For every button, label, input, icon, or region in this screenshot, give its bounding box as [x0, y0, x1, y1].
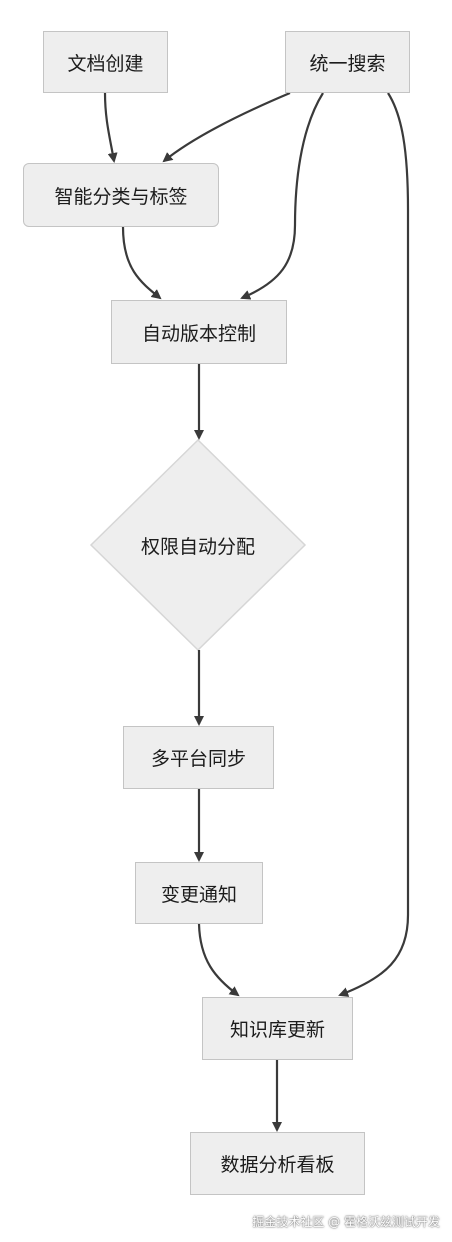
node-doc-create-label: 文档创建: [67, 52, 144, 75]
node-version-control: 自动版本控制: [111, 300, 287, 364]
edge-smart-tagging-to-version-control: [121, 226, 162, 300]
edge-search-to-version-control: [240, 92, 324, 300]
node-unified-search: 统一搜索: [285, 31, 410, 93]
node-kb-update-label: 知识库更新: [229, 1019, 325, 1041]
edge-search-to-smart-tagging: [162, 91, 291, 163]
node-permission-assign: 权限自动分配: [91, 525, 305, 565]
node-change-notify-label: 变更通知: [160, 883, 237, 906]
node-permission-assign-label: 权限自动分配: [140, 535, 255, 558]
node-multi-sync: 多平台同步: [123, 726, 274, 789]
node-analytics-board: 数据分析看板: [190, 1132, 365, 1195]
node-version-control-label: 自动版本控制: [141, 322, 256, 345]
node-smart-tagging: 智能分类与标签: [23, 163, 219, 227]
node-multi-sync-label: 多平台同步: [150, 748, 246, 770]
node-unified-search-label: 统一搜索: [309, 52, 386, 75]
node-kb-update: 知识库更新: [202, 997, 353, 1060]
edge-search-to-kb-update: [338, 92, 410, 997]
node-smart-tagging-label: 智能分类与标签: [54, 185, 188, 208]
node-analytics-board-label: 数据分析看板: [220, 1154, 335, 1176]
edge-doc-create-to-smart-tagging: [103, 92, 118, 163]
edge-change-notify-to-kb-update: [197, 923, 240, 997]
node-doc-create: 文档创建: [43, 31, 168, 93]
node-change-notify: 变更通知: [135, 862, 263, 924]
watermark: 掘金技术社区 @ 霍格沃兹测试开发: [252, 1215, 440, 1229]
